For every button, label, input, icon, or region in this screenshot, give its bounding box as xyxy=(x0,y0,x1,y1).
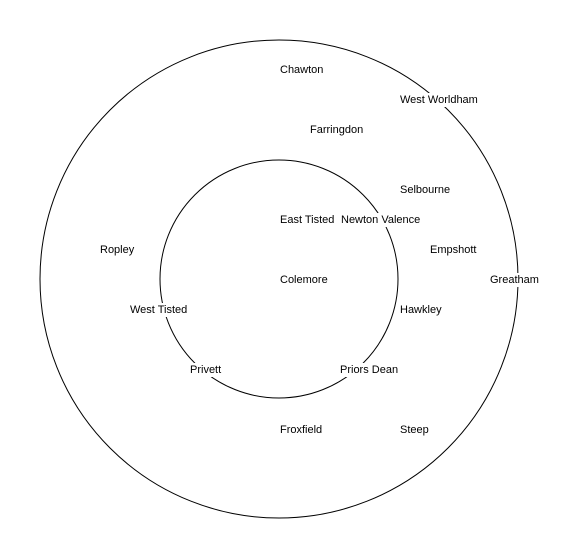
place-label-hawkley: Hawkley xyxy=(400,304,442,316)
label-west-tisted: West Tisted xyxy=(128,303,190,317)
label-steep: Steep xyxy=(398,423,431,437)
label-newton-valence: Newton Valence xyxy=(339,213,423,227)
place-label-froxfield: Froxfield xyxy=(280,424,322,436)
label-colemore: Colemore xyxy=(278,273,330,287)
place-label-steep: Steep xyxy=(400,424,429,436)
place-label-privett: Privett xyxy=(190,364,221,376)
place-label-west-tisted: West Tisted xyxy=(130,304,187,316)
place-label-east-tisted: East Tisted xyxy=(280,214,334,226)
place-label-colemore: Colemore xyxy=(280,274,328,286)
inner-ring xyxy=(159,159,399,399)
label-empshott: Empshott xyxy=(428,243,479,257)
place-label-newton-valence: Newton Valence xyxy=(341,214,420,226)
label-farringdon: Farringdon xyxy=(308,123,366,137)
label-froxfield: Froxfield xyxy=(278,423,325,437)
label-west-worldham: West Worldham xyxy=(398,93,480,107)
label-ropley: Ropley xyxy=(98,243,137,257)
place-label-greatham: Greatham xyxy=(490,274,539,286)
label-chawton: Chawton xyxy=(278,63,326,77)
place-label-ropley: Ropley xyxy=(100,244,135,256)
label-greatham: Greatham xyxy=(488,273,541,287)
label-priors-dean: Priors Dean xyxy=(338,363,401,377)
label-hawkley: Hawkley xyxy=(398,303,445,317)
label-selbourne: Selbourne xyxy=(398,183,453,197)
place-label-west-worldham: West Worldham xyxy=(400,94,478,106)
place-label-priors-dean: Priors Dean xyxy=(340,364,398,376)
place-label-farringdon: Farringdon xyxy=(310,124,363,136)
label-east-tisted: East Tisted xyxy=(278,213,337,227)
place-label-chawton: Chawton xyxy=(280,64,323,76)
place-label-empshott: Empshott xyxy=(430,244,476,256)
place-labels: Chawton West Worldham Farringdon Selbour… xyxy=(98,63,541,437)
place-label-selbourne: Selbourne xyxy=(400,184,450,196)
label-privett: Privett xyxy=(188,363,224,377)
